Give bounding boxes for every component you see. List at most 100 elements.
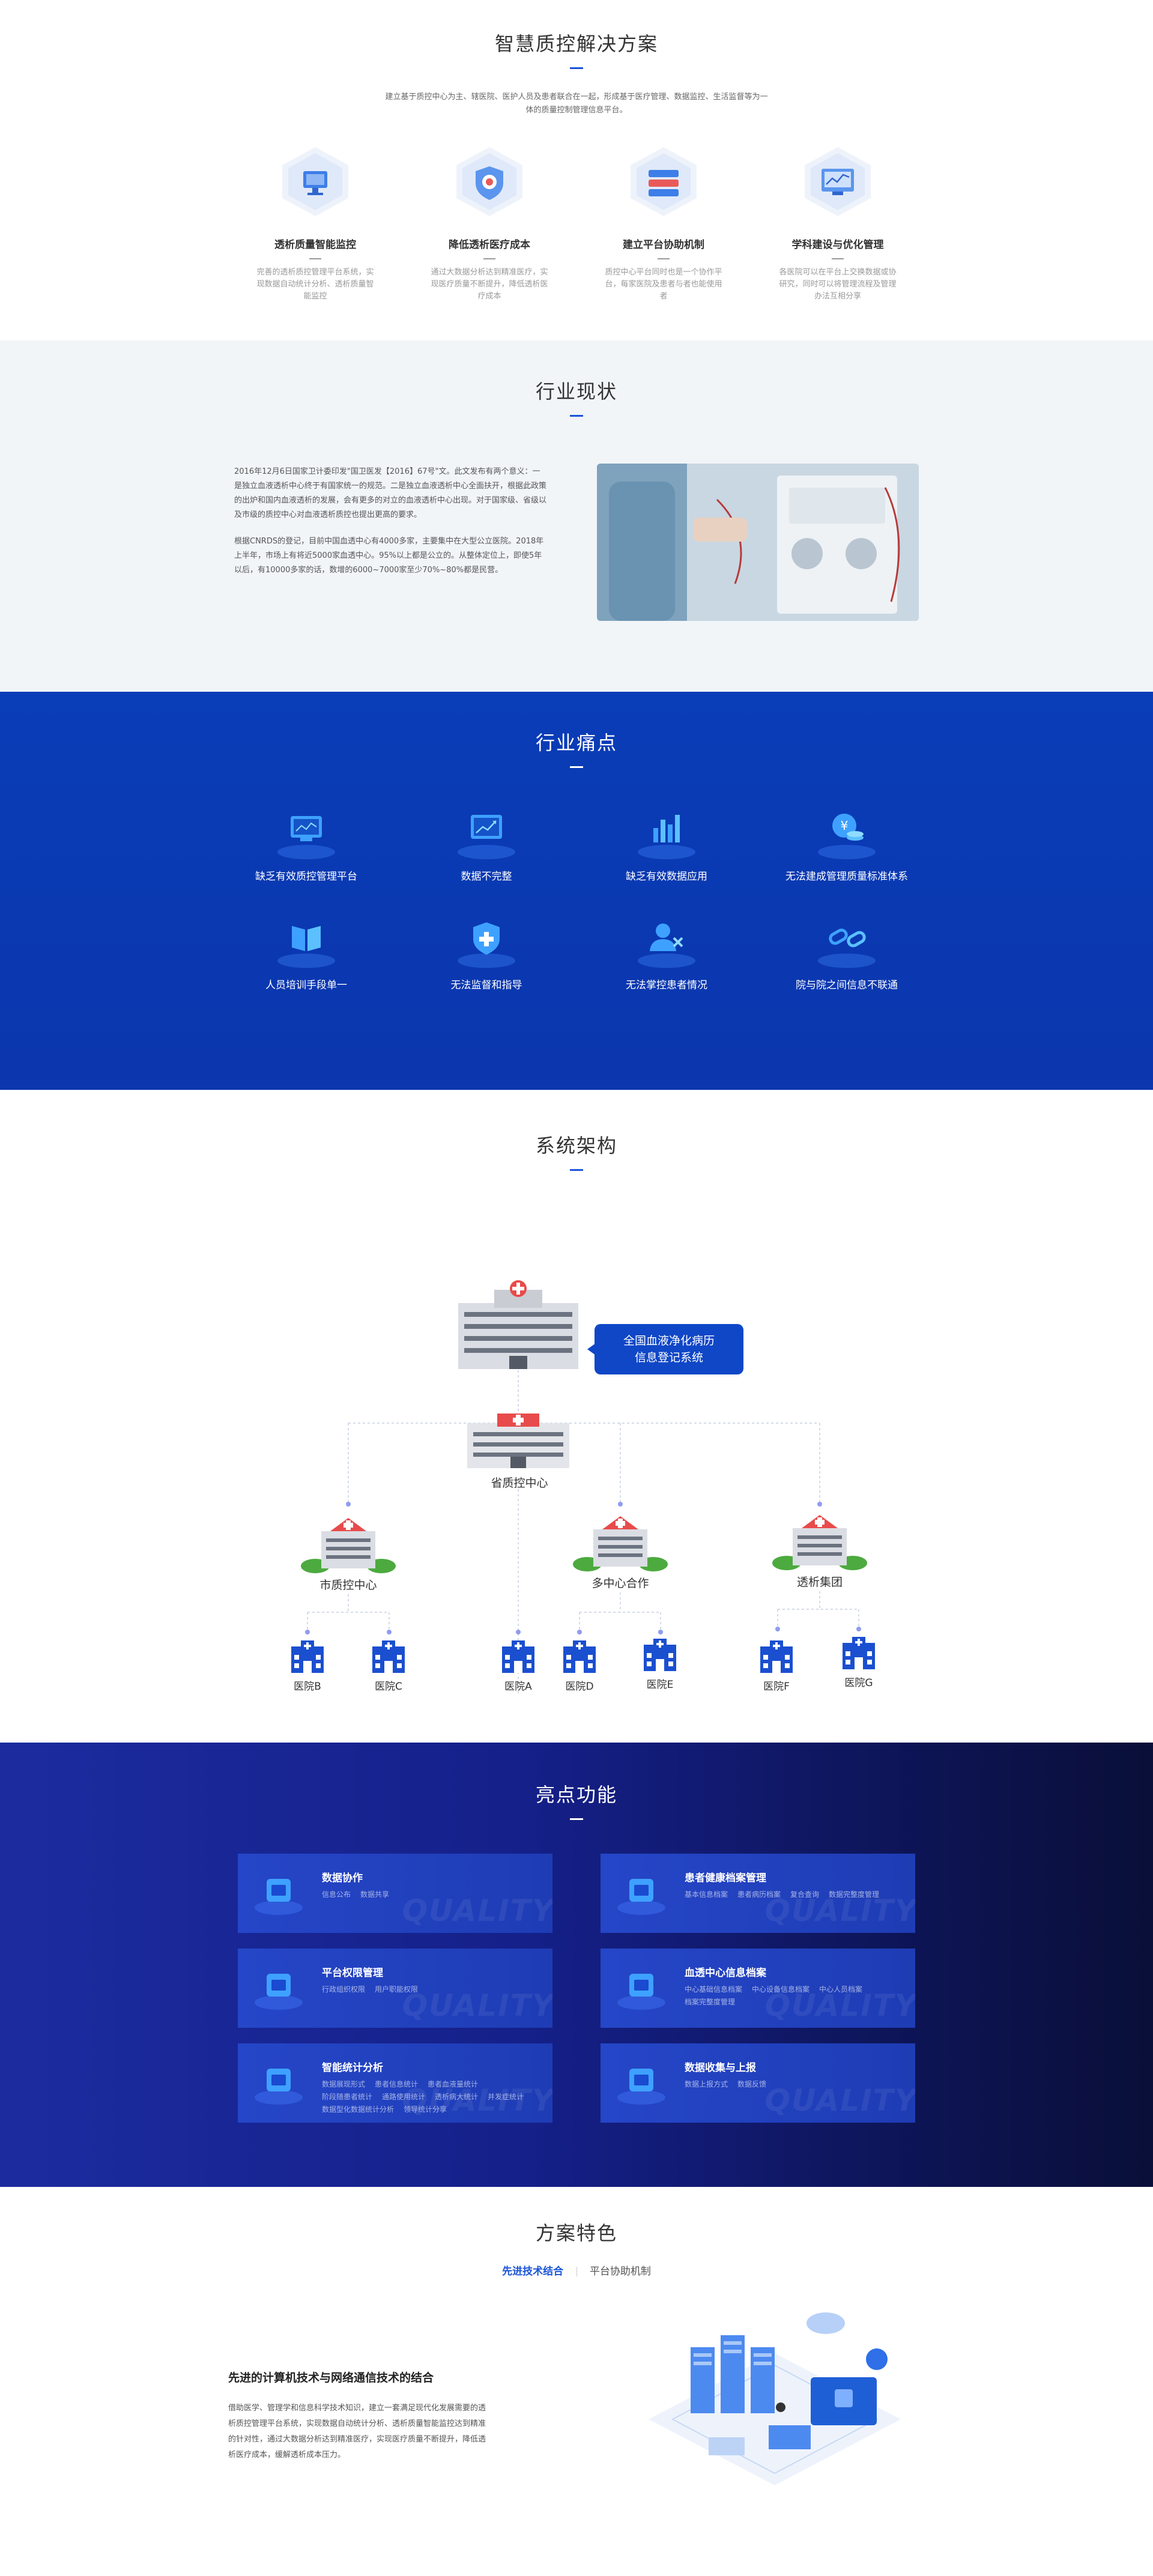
discipline-icon xyxy=(793,141,883,219)
highlight-item: 患者病历档案 xyxy=(737,1890,781,1899)
svg-text:¥: ¥ xyxy=(841,818,849,833)
hospital-building-icon xyxy=(372,1640,405,1673)
highlight-item: 透析病大统计 xyxy=(435,2093,479,2101)
section-title: 智慧质控解决方案 xyxy=(494,32,658,55)
highlight-item: 中心人员档案 xyxy=(819,1985,863,1994)
status-text: 2016年12月6日国家卫计委印发"国卫医发【2016】67号"文。此文发布有两… xyxy=(234,464,546,621)
province-label: 省质控中心 xyxy=(491,1477,548,1490)
watermark-text: QUALITY xyxy=(764,2083,915,2118)
feature-divider xyxy=(658,258,670,259)
tab-divider xyxy=(576,2267,577,2276)
feature-card[interactable]: 透析质量智能监控 完善的透析质控管理平台系统，实现数据自动统计分析、透析质量智能… xyxy=(228,141,402,303)
feature-card[interactable]: 建立平台协助机制 质控中心平台同时也是一个协作平台，每家医院及患者与者也能使用者 xyxy=(576,141,751,303)
highlight-items: 数据上报方式数据反馈 xyxy=(685,2079,889,2089)
hospital-label: 医院A xyxy=(504,1681,532,1693)
highlight-item: 并发症统计 xyxy=(488,2093,524,2101)
highlight-item: 中心基础信息档案 xyxy=(685,1985,743,1994)
highlight-title: 血透中心信息档案 xyxy=(685,1967,766,1979)
broken-link-icon xyxy=(811,907,883,973)
highlight-item: 用户职能权限 xyxy=(375,1985,419,1994)
highlight-item: 基本信息档案 xyxy=(685,1890,728,1899)
dialysis-group-icon xyxy=(772,1515,867,1570)
status-paragraph: 2016年12月6日国家卫计委印发"国卫医发【2016】67号"文。此文发布有两… xyxy=(234,467,547,519)
book-icon xyxy=(270,907,342,973)
platform-icon xyxy=(619,141,709,219)
user-x-icon xyxy=(631,907,703,973)
feature-card[interactable]: 学科建设与优化管理 各医院可以在平台上交换数据或协研究，同时可以将管理流程及管理… xyxy=(751,141,925,303)
highlight-item: 数据型化数据统计分析 xyxy=(322,2105,395,2114)
feature-title: 透析质量智能监控 xyxy=(274,239,356,251)
highlight-items: 中心基础信息档案中心设备信息档案中心人员档案档案完整度管理 xyxy=(685,1984,889,2007)
bar-chart-icon xyxy=(631,798,703,864)
tab-advanced-tech[interactable]: 先进技术结合 xyxy=(502,2266,564,2278)
hospital-building-icon xyxy=(644,1639,676,1671)
patient-record-icon xyxy=(611,1863,671,1923)
title-underline xyxy=(570,415,583,417)
feature-title: 降低透析医疗成本 xyxy=(449,239,530,251)
feature-panel: 先进的计算机技术与网络通信技术的结合 借助医学、管理学和信息科学技术知识，建立一… xyxy=(228,2299,925,2497)
feature-divider xyxy=(483,258,495,259)
shield-cost-icon xyxy=(444,141,534,219)
center-record-icon xyxy=(611,1958,671,2018)
national-hospital-icon xyxy=(458,1280,578,1369)
pain-item: 无法监督和指导 xyxy=(396,907,576,991)
coin-icon: ¥ xyxy=(811,798,883,864)
solution-intro: 建立基于质控中心为主、辖医院、医护人员及患者联合在一起，形成基于医疗管理、数据监… xyxy=(385,92,768,115)
pain-item: 无法掌控患者情况 xyxy=(576,907,757,991)
watermark-text: QUALITY xyxy=(402,1893,552,1928)
highlight-item: 患者血液量统计 xyxy=(428,2080,479,2088)
isometric-server-illustration xyxy=(625,2299,925,2497)
architecture-diagram: 全国血液净化病历 信息登记系统 省质控中心 市质控中心 xyxy=(0,1171,1153,1711)
feature-divider xyxy=(309,258,321,259)
feature-desc: 借助医学、管理学和信息科学技术知识，建立一套满足现代化发展需要的透析质控管理平台… xyxy=(228,2404,486,2460)
pain-label: 无法建成管理质量标准体系 xyxy=(785,871,908,883)
status-content: 2016年12月6日国家卫计委印发"国卫医发【2016】67号"文。此文发布有两… xyxy=(234,464,919,621)
highlight-item: 阶段随患者统计 xyxy=(322,2093,373,2101)
title-underline xyxy=(570,67,583,69)
hospital-label: 医院F xyxy=(763,1681,790,1693)
highlight-items: 数据展现形式患者信息统计患者血液量统计阶段随患者统计通路使用统计透析病大统计并发… xyxy=(322,2079,526,2114)
solution-section: 智慧质控解决方案 建立基于质控中心为主、辖医院、医护人员及患者联合在一起，形成基… xyxy=(0,0,1153,340)
bubble-line: 信息登记系统 xyxy=(634,1351,703,1364)
lock-icon xyxy=(249,1958,309,2018)
pain-label: 缺乏有效数据应用 xyxy=(626,871,707,883)
highlight-title: 患者健康档案管理 xyxy=(685,1872,766,1884)
highlight-title: 数据协作 xyxy=(322,1872,363,1884)
pain-item: 缺乏有效质控管理平台 xyxy=(216,798,396,883)
highlight-item: 数据反馈 xyxy=(737,2080,767,2088)
hospital-label: 医院C xyxy=(375,1681,402,1693)
pain-item: 人员培训手段单一 xyxy=(216,907,396,991)
city-hospital-icon xyxy=(301,1518,396,1573)
feature-desc: 各医院可以在平台上交换数据或协研究，同时可以将管理流程及管理办法互相分享 xyxy=(779,268,897,301)
feature-card[interactable]: 降低透析医疗成本 通过大数据分析达到精准医疗，实现医疗质量不断提升，降低透析医疗… xyxy=(402,141,576,303)
highlight-items: 信息公布数据共享 xyxy=(322,1889,526,1899)
trend-chart-icon xyxy=(450,798,522,864)
feature-title: 先进的计算机技术与网络通信技术的结合 xyxy=(228,2371,434,2384)
highlight-item: 复合查询 xyxy=(790,1890,820,1899)
upload-icon xyxy=(611,2053,671,2113)
pain-label: 无法监督和指导 xyxy=(450,979,522,991)
province-hospital-icon xyxy=(467,1413,569,1468)
highlight-items: 基本信息档案患者病历档案复合查询数据完整度管理 xyxy=(685,1889,889,1899)
feature-title: 建立平台协助机制 xyxy=(623,239,704,251)
title-underline xyxy=(570,1818,583,1820)
section-title: 亮点功能 xyxy=(535,1783,617,1806)
hospital-building-icon xyxy=(843,1637,875,1669)
highlight-title: 智能统计分析 xyxy=(322,2062,383,2074)
highlight-title: 平台权限管理 xyxy=(322,1967,383,1979)
section-title: 方案特色 xyxy=(535,2222,617,2245)
stats-icon xyxy=(249,2053,309,2113)
highlight-card[interactable]: 智能统计分析数据展现形式患者信息统计患者血液量统计阶段随患者统计通路使用统计透析… xyxy=(238,2043,552,2123)
national-registry-bubble: 全国血液净化病历 信息登记系统 xyxy=(587,1324,743,1374)
hospital-label: 医院D xyxy=(565,1681,594,1693)
city-label: 市质控中心 xyxy=(319,1579,377,1592)
highlight-title: 数据收集与上报 xyxy=(685,2062,756,2074)
tab-platform-assist[interactable]: 平台协助机制 xyxy=(589,2266,651,2278)
shield-plus-icon xyxy=(450,907,522,973)
bubble-line: 全国血液净化病历 xyxy=(623,1334,715,1347)
